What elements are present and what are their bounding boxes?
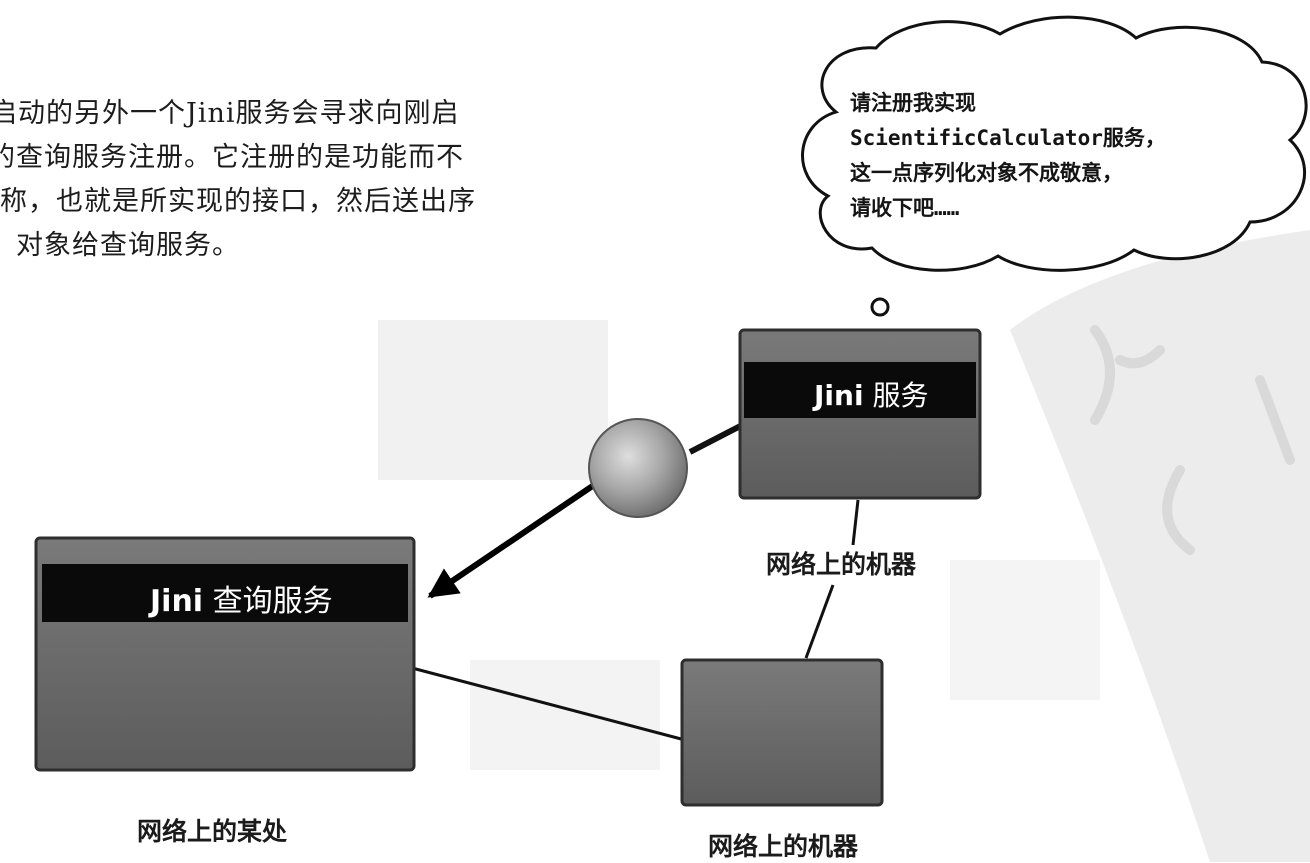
background-watermark	[378, 230, 1310, 862]
link-lookup-to-machine	[411, 666, 686, 742]
jini-service-box	[738, 328, 982, 500]
link-service-to-machine	[851, 499, 860, 546]
machine-box	[680, 658, 884, 807]
serialized-object-orb	[588, 418, 688, 518]
registration-arrow	[427, 482, 596, 599]
lookup-service-box	[34, 536, 416, 772]
link-machine-to-machine	[804, 584, 835, 659]
